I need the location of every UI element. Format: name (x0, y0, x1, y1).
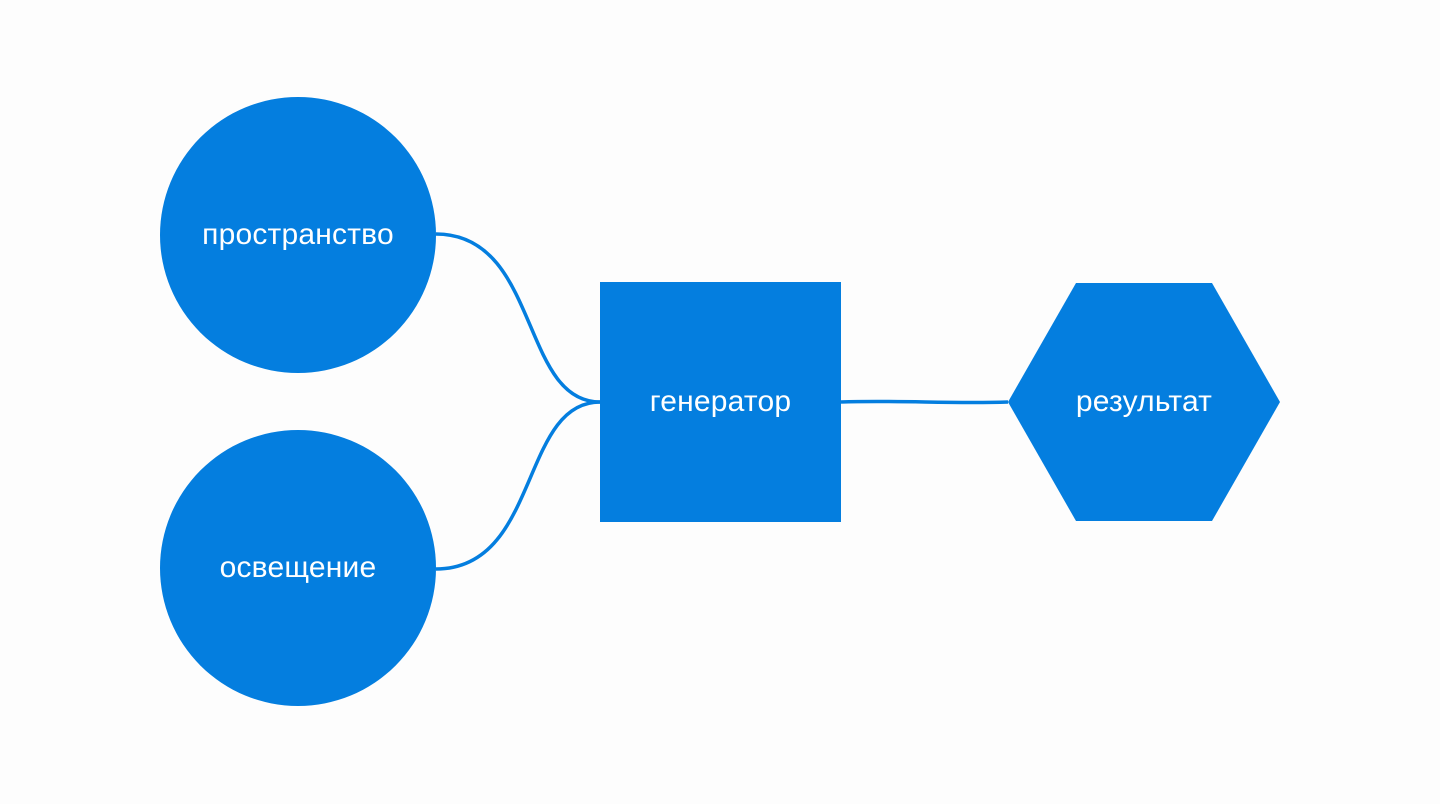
edge-light-to-generator (435, 400, 601, 571)
node-generator-label: генератор (649, 385, 792, 418)
node-generator[interactable]: генератор (600, 282, 841, 522)
node-space-label: пространство (202, 218, 394, 251)
node-result[interactable]: результат (1008, 283, 1280, 521)
node-result-label: результат (1075, 385, 1213, 418)
node-space[interactable]: пространство (160, 97, 436, 373)
edge-generator-to-result (840, 399, 1009, 405)
node-light-label: освещение (219, 551, 377, 584)
edge-space-to-generator (435, 232, 601, 404)
node-light[interactable]: освещение (160, 430, 436, 706)
